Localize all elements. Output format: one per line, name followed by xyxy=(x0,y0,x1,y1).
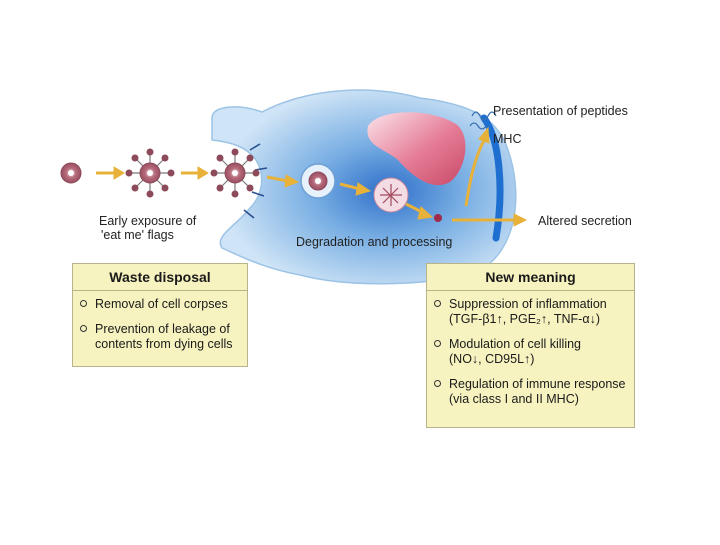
degradation-vesicle xyxy=(373,177,409,213)
waste-disposal-box: Waste disposal Removal of cell corpses P… xyxy=(72,263,248,367)
bullet-icon xyxy=(80,325,87,332)
dying-cell-2 xyxy=(125,148,175,198)
list-item-line1: Suppression of inflammation xyxy=(449,297,607,311)
bullet-icon xyxy=(434,300,441,307)
new-meaning-list: Suppression of inflammation (TGF-β1↑, PG… xyxy=(427,291,634,407)
early-exposure-line2: 'eat me' flags xyxy=(101,228,174,242)
nucleus xyxy=(367,112,466,186)
process-arrows xyxy=(96,126,528,227)
list-item-line1: Modulation of cell killing xyxy=(449,337,582,351)
list-item: Regulation of immune response (via class… xyxy=(433,377,628,407)
secretion-vesicle xyxy=(434,214,442,222)
list-item: Modulation of cell killing (NO↓, CD95L↑) xyxy=(433,337,628,367)
peptide-icon xyxy=(469,111,497,130)
dying-cell-1 xyxy=(60,162,82,184)
degradation-label: Degradation and processing xyxy=(296,235,453,249)
waste-disposal-title: Waste disposal xyxy=(73,264,247,291)
early-exposure-line1: Early exposure of xyxy=(99,214,197,228)
waste-disposal-list: Removal of cell corpses Prevention of le… xyxy=(73,291,247,352)
dying-cell-3 xyxy=(210,148,260,198)
list-item: Prevention of leakage of contents from d… xyxy=(79,322,241,352)
early-exposure-label: Early exposure of 'eat me' flags xyxy=(99,214,196,242)
list-item-line1: Regulation of immune response xyxy=(449,377,626,391)
bullet-icon xyxy=(434,380,441,387)
list-item-line1: Removal of cell corpses xyxy=(95,297,228,311)
list-item-line1: Prevention of leakage of xyxy=(95,322,230,336)
phagosome xyxy=(300,163,336,199)
list-item-line2: (via class I and II MHC) xyxy=(449,392,579,406)
cell-receptors xyxy=(243,143,268,219)
list-item: Removal of cell corpses xyxy=(79,297,241,312)
new-meaning-box: New meaning Suppression of inflammation … xyxy=(426,263,635,428)
mhc-label: MHC xyxy=(493,132,522,146)
bullet-icon xyxy=(434,340,441,347)
presentation-label: Presentation of peptides xyxy=(493,104,628,118)
list-item-line2: (TGF-β1↑, PGE₂↑, TNF-α↓) xyxy=(449,312,600,326)
altered-secretion-label: Altered secretion xyxy=(538,214,632,228)
bullet-icon xyxy=(80,300,87,307)
list-item-line2: (NO↓, CD95L↑) xyxy=(449,352,535,366)
new-meaning-title: New meaning xyxy=(427,264,634,291)
mhc-surface xyxy=(480,114,504,242)
list-item: Suppression of inflammation (TGF-β1↑, PG… xyxy=(433,297,628,327)
list-item-line2: contents from dying cells xyxy=(95,337,233,351)
